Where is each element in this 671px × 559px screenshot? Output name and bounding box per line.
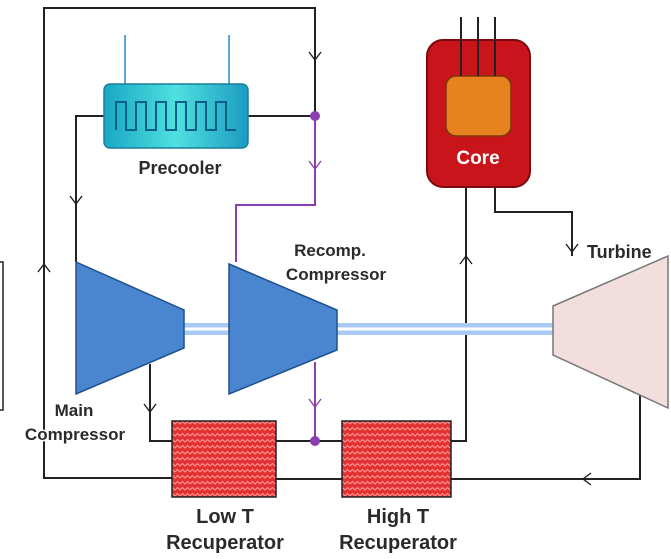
high-t-recuperator-label-line1: High T [367,506,429,528]
outer-loop-pipe [43,7,316,479]
low-t-recuperator-label-line2: Recuperator [166,532,284,554]
recomp-compressor-label-line1: Recomp. [294,241,366,260]
recomp-compressor-label-line2: Compressor [286,265,387,284]
main-compressor-label-line1: Main [55,401,94,420]
main-compressor [75,260,185,396]
precooler [103,35,249,149]
reactor-core [426,17,531,188]
recomp-branch-pipe [235,116,316,262]
flow-arrow-icon [581,472,592,486]
turbine-label: Turbine [587,242,652,262]
flow-arrow-icon [565,243,579,254]
left-edge-equipment [0,261,4,411]
flow-arrow-icon [308,398,322,409]
core-label: Core [456,148,499,169]
turbine [552,254,669,410]
flow-arrow-icon [37,262,51,273]
precooler-left-pipe [75,115,104,262]
main-compressor-label-line2: Compressor [25,425,126,444]
high-t-recuperator-label-line2: Recuperator [339,532,457,554]
low-t-recuperator [171,420,277,498]
mixing-node-lower [310,436,320,446]
low-t-recuperator-label-line1: Low T [196,506,254,528]
flow-arrow-icon [69,195,83,206]
precooler-label: Precooler [138,158,221,178]
high-t-recuperator [341,420,452,498]
flow-arrow-icon [459,254,473,265]
core-to-turbine-pipe [494,187,573,256]
flow-arrow-icon [308,51,322,62]
flow-arrow-icon [143,403,157,414]
flow-arrow-icon [308,160,322,171]
recompression-compressor [228,262,338,396]
mixing-node-upper [310,111,320,121]
main-compressor-outlet-pipe [149,364,172,442]
hight-to-core-pipe [451,187,467,442]
